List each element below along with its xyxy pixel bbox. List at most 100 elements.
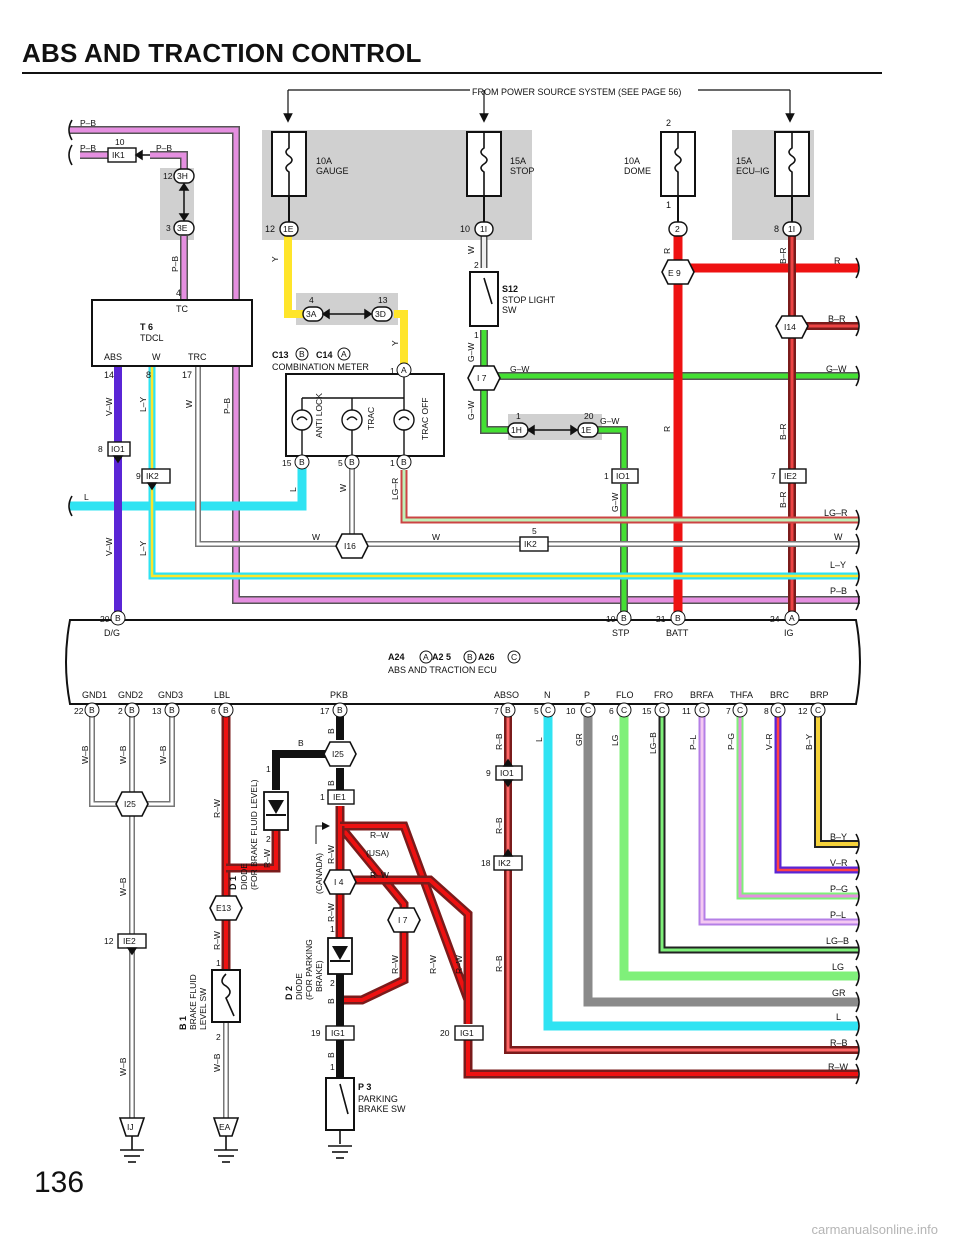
wire-l-bottom <box>543 716 858 1031</box>
tdcl-pin-abs: ABS <box>104 352 122 362</box>
svg-text:L: L <box>84 492 89 502</box>
svg-text:2: 2 <box>266 834 271 844</box>
svg-text:V–W: V–W <box>104 398 114 416</box>
svg-text:B: B <box>299 349 305 359</box>
svg-text:C: C <box>699 705 705 715</box>
svg-text:22: 22 <box>74 706 84 716</box>
conn-1i: 1I <box>480 224 487 234</box>
svg-text:B: B <box>401 457 407 467</box>
svg-text:G–W: G–W <box>826 364 847 374</box>
lamp-trac: TRAC <box>366 407 376 430</box>
svg-text:A: A <box>401 365 407 375</box>
svg-text:8: 8 <box>764 706 769 716</box>
svg-text:4: 4 <box>309 295 314 305</box>
svg-text:C: C <box>545 705 551 715</box>
wire-l-y <box>148 366 858 580</box>
svg-text:PKB: PKB <box>330 690 348 700</box>
page-number: 136 <box>34 1166 85 1199</box>
svg-text:B: B <box>223 705 229 715</box>
wire-b-y <box>814 716 858 848</box>
svg-text:Y: Y <box>390 340 400 346</box>
svg-text:B: B <box>349 457 355 467</box>
tdcl-box <box>91 299 253 367</box>
svg-text:BRP: BRP <box>810 690 829 700</box>
ecu-code-circles: A B C <box>419 650 521 664</box>
svg-text:R: R <box>662 426 672 432</box>
svg-text:1E: 1E <box>581 425 592 435</box>
canada-bracket <box>315 822 330 844</box>
meter-code2: C14 <box>316 350 333 360</box>
svg-text:W: W <box>312 532 320 542</box>
abs-traction-ecu-box <box>65 619 861 705</box>
svg-text:GND3: GND3 <box>158 690 183 700</box>
svg-text:P–B: P–B <box>80 143 96 153</box>
svg-text:1: 1 <box>390 366 395 376</box>
p3-name2: BRAKE SW <box>358 1104 406 1114</box>
svg-text:8: 8 <box>146 370 151 380</box>
svg-text:C: C <box>659 705 665 715</box>
svg-text:B: B <box>326 1052 336 1058</box>
stop-sw-name2: SW <box>502 305 517 315</box>
ground-p3 <box>328 1145 352 1159</box>
svg-text:1: 1 <box>390 458 395 468</box>
svg-text:2: 2 <box>330 978 335 988</box>
fuse-dome-rating: 10A <box>624 156 640 166</box>
svg-text:R–W: R–W <box>454 955 464 974</box>
svg-text:FRO: FRO <box>654 690 673 700</box>
lamp-anti-lock: ANTI LOCK <box>314 393 324 438</box>
conn-1e: 1E <box>283 224 294 234</box>
svg-text:P–L: P–L <box>830 910 846 920</box>
wire-p-l <box>698 716 858 926</box>
svg-text:R–W: R–W <box>326 845 336 864</box>
svg-text:E13: E13 <box>216 903 231 913</box>
p3-code: P 3 <box>358 1082 371 1092</box>
svg-text:L–Y: L–Y <box>830 560 846 570</box>
svg-text:P–G: P–G <box>830 884 848 894</box>
d1-name2: (FOR BRAKE FLUID LEVEL) <box>249 779 259 890</box>
stop-sw-pin1: 1 <box>474 330 479 340</box>
svg-text:P–B: P–B <box>170 256 180 272</box>
stop-sw-pin2: 2 <box>474 260 479 270</box>
svg-text:G–W: G–W <box>466 401 476 420</box>
svg-text:1: 1 <box>216 958 221 968</box>
svg-text:P–B: P–B <box>222 398 232 414</box>
svg-text:IO1: IO1 <box>500 768 514 778</box>
b1-code: B 1 <box>178 1016 188 1030</box>
svg-text:IK2: IK2 <box>498 858 511 868</box>
svg-text:10: 10 <box>606 614 616 624</box>
diode-d2 <box>327 937 353 975</box>
svg-text:1: 1 <box>604 471 609 481</box>
wire-ends-right <box>68 119 860 1085</box>
svg-text:STP: STP <box>612 628 630 638</box>
svg-text:C: C <box>621 705 627 715</box>
svg-text:W–B: W–B <box>80 745 90 764</box>
svg-text:21: 21 <box>656 614 666 624</box>
svg-text:P–G: P–G <box>726 733 736 750</box>
conn-1i-b: 1I <box>788 224 795 234</box>
svg-text:Y: Y <box>270 256 280 262</box>
svg-text:I16: I16 <box>344 541 356 551</box>
svg-text:E 9: E 9 <box>668 268 681 278</box>
stop-sw-name1: STOP LIGHT <box>502 295 556 305</box>
wire-ground-w-b <box>89 712 229 1118</box>
svg-text:IK2: IK2 <box>524 539 537 549</box>
svg-text:R–W: R–W <box>212 931 222 950</box>
svg-text:A: A <box>423 652 429 662</box>
fuse-gauge-name: GAUGE <box>316 166 349 176</box>
conn-1i-b-pin: 8 <box>774 224 779 234</box>
svg-text:I 4: I 4 <box>334 877 344 887</box>
brake-fluid-level-switch <box>211 969 241 1023</box>
d1-code: D 1 <box>228 876 238 890</box>
svg-text:P–B: P–B <box>80 118 96 128</box>
svg-text:W–B: W–B <box>118 1057 128 1076</box>
wire-b-r <box>788 236 858 612</box>
svg-text:IE2: IE2 <box>123 936 136 946</box>
svg-text:GND2: GND2 <box>118 690 143 700</box>
wire-lg <box>619 716 858 981</box>
wire-gr <box>583 716 858 1007</box>
wire-lg-r <box>400 470 858 524</box>
svg-text:B: B <box>298 738 304 748</box>
d1-name1: DIODE <box>239 863 249 890</box>
